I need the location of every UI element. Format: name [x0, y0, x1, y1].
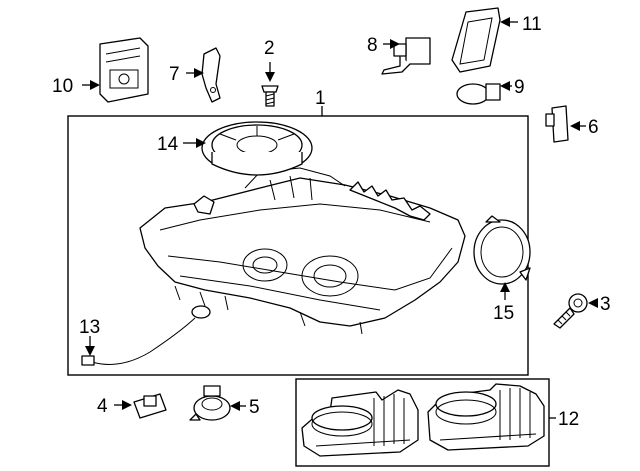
callout-9: 9	[514, 77, 525, 98]
callout-11: 11	[522, 14, 542, 35]
part-12-led-module-left	[301, 389, 419, 457]
callout-5: 5	[249, 397, 260, 418]
callout-7: 7	[169, 64, 180, 85]
callout-14: 14	[157, 134, 179, 155]
callout-6: 6	[588, 117, 599, 138]
callout-8: 8	[367, 35, 378, 56]
part-11-panel-cover	[451, 7, 501, 73]
part-14-cover-cap	[201, 121, 313, 176]
part-2-screw	[261, 85, 279, 107]
callout-15: 15	[493, 303, 514, 324]
callout-12: 12	[558, 409, 579, 430]
part-12-led-module-frame	[295, 378, 550, 467]
part-13-wiring-harness	[81, 305, 211, 366]
callout-2: 2	[264, 38, 275, 59]
callout-3: 3	[600, 294, 611, 315]
part-6-clip	[545, 105, 569, 143]
part-9-bulb	[456, 83, 501, 105]
part-4-nut-clip	[133, 393, 167, 419]
headlamp-housing	[139, 167, 466, 335]
callout-1: 1	[315, 88, 326, 109]
part-12-led-module-right	[427, 383, 545, 451]
callout-10: 10	[52, 76, 73, 97]
part-7-bracket	[201, 47, 221, 103]
part-5-adjuster	[189, 385, 231, 421]
part-15-bulb-cover	[473, 215, 531, 285]
callout-4: 4	[97, 396, 108, 417]
part-10-control-module	[99, 37, 149, 103]
callout-13: 13	[79, 317, 100, 338]
part-3-bolt	[553, 293, 588, 329]
